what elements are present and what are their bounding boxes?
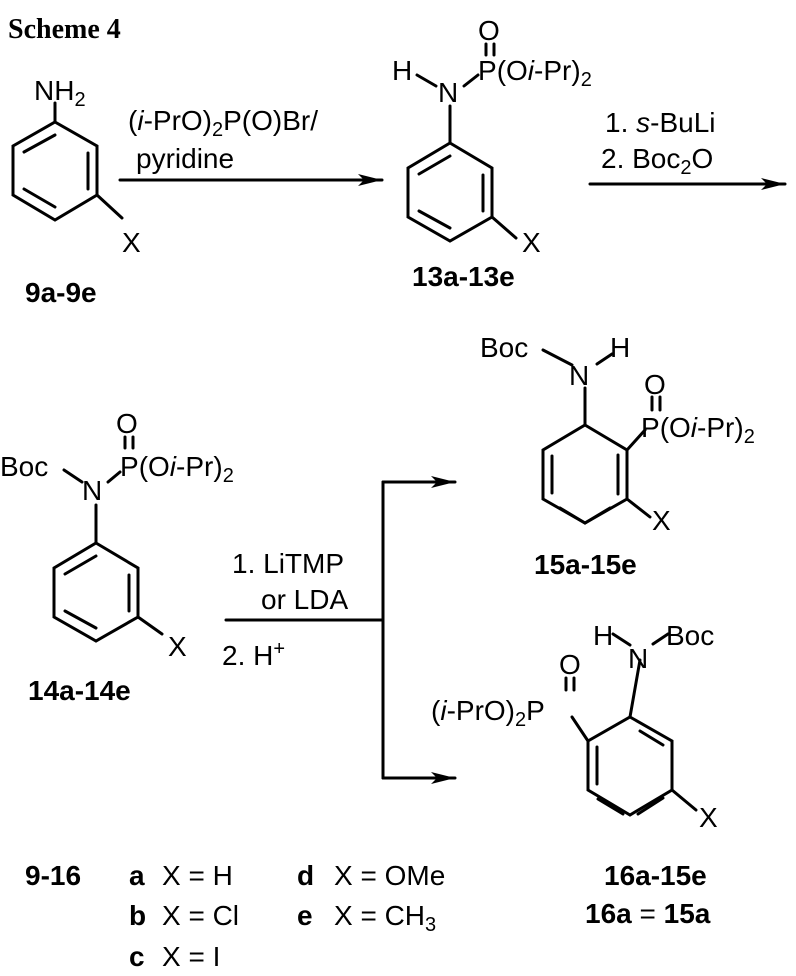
compound-13-n: N — [438, 77, 458, 108]
reagent-3-line-2: or LDA — [261, 584, 348, 615]
compound-15-substituent-x: X — [652, 505, 671, 536]
compound-14-boc: Boc — [0, 451, 48, 482]
reagent-3-line-1: 1. LiTMP — [232, 548, 344, 579]
compound-16-o: O — [559, 649, 581, 680]
compound-15-phosphonate: P(Oi-Pr)2 — [641, 412, 755, 448]
reagent-1-line-2: pyridine — [136, 143, 234, 174]
compound-16-structure — [564, 632, 698, 817]
compound-16-equivalence: 16a = 15a — [585, 898, 711, 929]
compound-14-substituent-x: X — [168, 631, 187, 662]
legend-a-text: X = H — [162, 860, 233, 891]
compound-15-label: 15a-15e — [534, 549, 637, 580]
compound-15-boc: Boc — [480, 332, 528, 363]
compound-9-structure — [11, 101, 124, 222]
reagent-1-line-1: (i-PrO)2P(O)Br/ — [128, 105, 318, 141]
legend-b-letter: b — [129, 900, 146, 931]
compound-16-h: H — [593, 620, 613, 651]
legend-e-letter: e — [297, 900, 313, 931]
compound-16-phosphonate: (i-PrO)2P — [431, 695, 545, 731]
compound-14-n: N — [82, 475, 102, 506]
legend-range: 9-16 — [25, 860, 81, 891]
reagent-2-line-1: 1. s-BuLi — [605, 107, 716, 138]
reagent-3-line-3: 2. H+ — [222, 638, 285, 671]
legend-c-text: X = I — [162, 941, 220, 972]
reagent-2-line-2: 2. Boc2O — [601, 143, 713, 179]
legend-e-text: X = CH3 — [334, 900, 436, 936]
compound-14-label: 14a-14e — [28, 675, 131, 706]
compound-14-structure — [52, 435, 164, 643]
legend-d-letter: d — [297, 860, 314, 891]
compound-13-phosphonate: P(Oi-Pr)2 — [478, 55, 592, 91]
compound-13-substituent-x: X — [522, 227, 541, 258]
compound-16-boc: Boc — [666, 620, 714, 651]
compound-13-h: H — [392, 55, 412, 86]
compound-16-substituent-x: X — [699, 802, 718, 833]
compound-15-h: H — [610, 332, 630, 363]
compound-13-structure — [406, 42, 518, 243]
legend-a-letter: a — [129, 860, 145, 891]
compound-15-o: O — [644, 369, 666, 400]
compound-15-n: N — [569, 360, 589, 391]
compound-9-substituent-x: X — [122, 227, 141, 258]
compound-16-label: 16a-15e — [604, 860, 707, 891]
legend-b-text: X = Cl — [162, 900, 239, 931]
legend-c-letter: c — [129, 941, 145, 972]
compound-15-structure — [541, 348, 662, 525]
compound-14-phosphonate: P(Oi-Pr)2 — [120, 451, 234, 487]
scheme-title: Scheme 4 — [8, 14, 121, 45]
legend-d-text: X = OMe — [334, 860, 445, 891]
compound-13-label: 13a-13e — [412, 261, 515, 292]
compound-9-label: 9a-9e — [25, 277, 97, 308]
compound-14-o: O — [116, 408, 138, 439]
compound-16-n: N — [628, 643, 648, 674]
compound-9-amine: NH2 — [34, 75, 86, 111]
compound-13-o: O — [478, 15, 500, 46]
